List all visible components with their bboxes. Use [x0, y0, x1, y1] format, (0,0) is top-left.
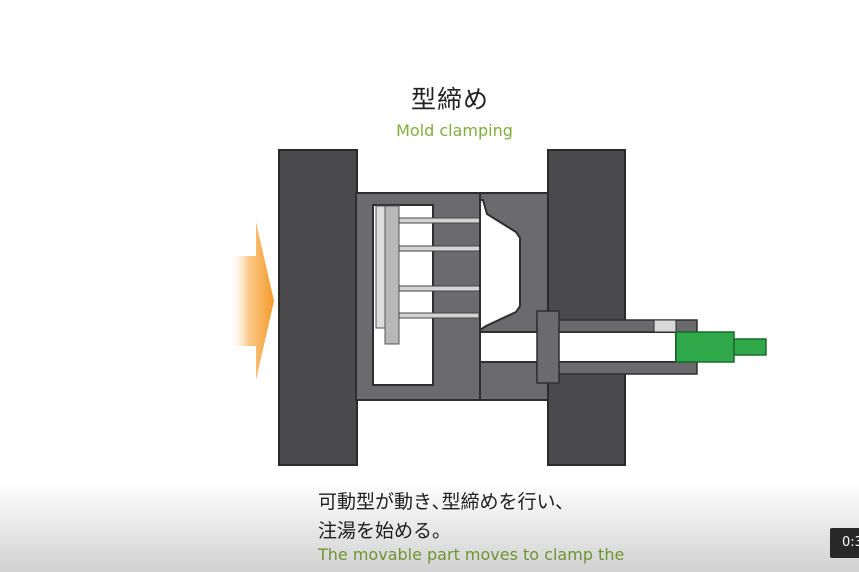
plunger-rod — [733, 338, 767, 356]
die-cavity — [479, 199, 521, 332]
caption-english: The movable part moves to clamp the — [318, 545, 625, 564]
plunger-tip — [675, 331, 735, 363]
sleeve-flange — [536, 310, 560, 384]
pouring-hole — [653, 319, 677, 333]
ejector-pin-1 — [398, 217, 482, 224]
ejector-pin-4 — [398, 312, 480, 319]
ejector-retainer — [384, 205, 400, 345]
fixed-platen — [547, 149, 626, 466]
shot-sleeve — [479, 331, 677, 363]
slide-title-english: Mold clamping — [396, 121, 513, 140]
video-time-badge: 0:3 — [830, 528, 859, 558]
caption-japanese: 可動型が動き､型締めを行い､ 注湯を始める。 — [318, 491, 566, 542]
sleeve-lower-wall — [536, 361, 698, 375]
slide-title-japanese: 型締め — [410, 85, 489, 114]
ejector-plate — [375, 205, 386, 329]
clamping-direction-arrow — [228, 222, 274, 380]
movable-platen — [278, 149, 358, 466]
